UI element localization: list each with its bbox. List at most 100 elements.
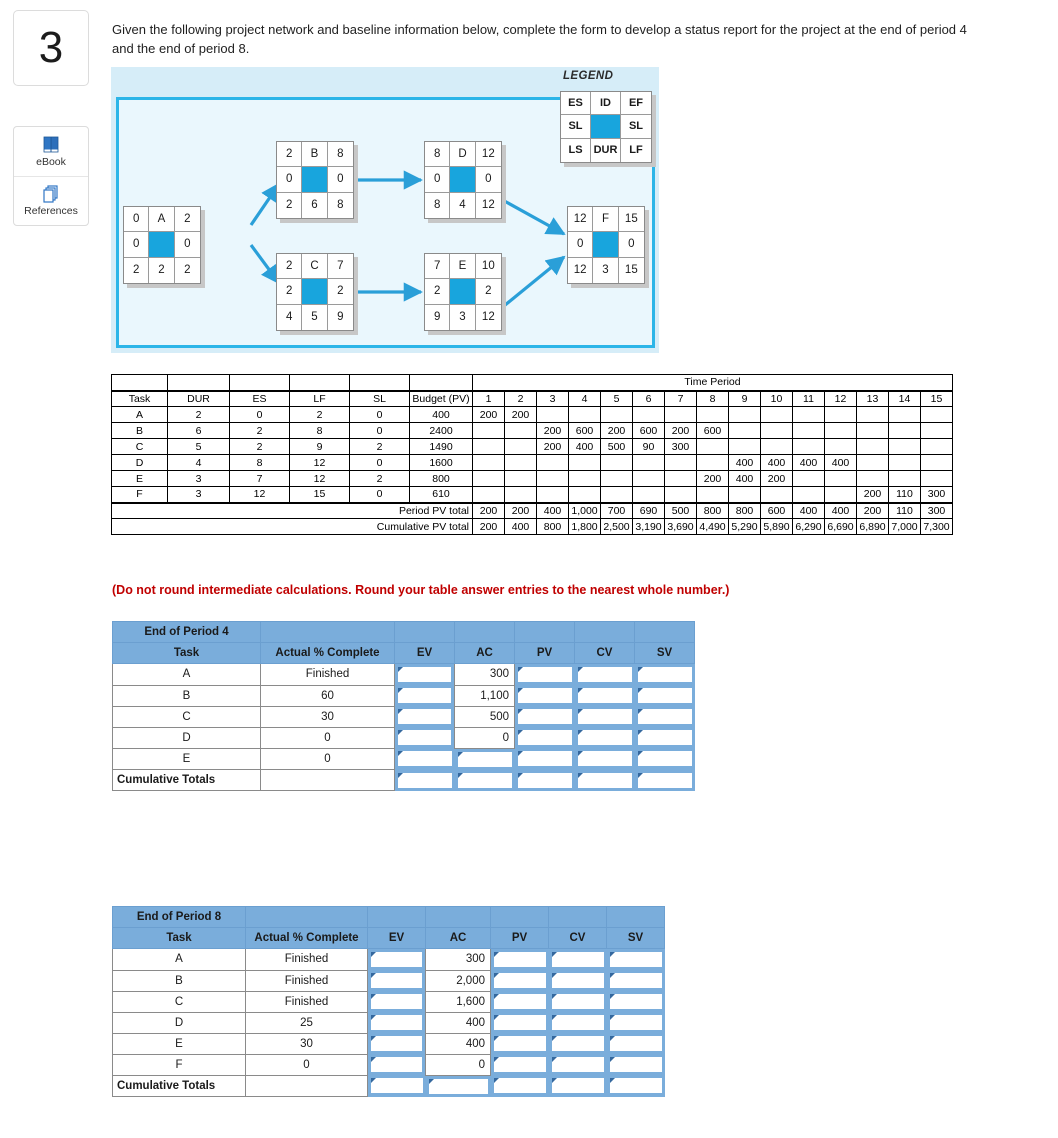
pv-cell-period xyxy=(888,470,921,487)
p8-input-sv[interactable] xyxy=(606,1033,665,1054)
p4-input-cv[interactable] xyxy=(574,706,635,727)
pv-cell-period xyxy=(568,406,601,423)
pv-cell-period: 200 xyxy=(536,438,569,455)
network-node-e: 7 E 10 2 2 9 3 12 xyxy=(424,253,502,331)
p4-input-pv[interactable] xyxy=(514,706,575,727)
pv-cell-period: 110 xyxy=(888,486,921,503)
node-c-sl-left: 2 xyxy=(277,279,303,305)
book-icon xyxy=(40,136,62,155)
p8-input-sv[interactable] xyxy=(606,1054,665,1075)
p4-totals-input-ev[interactable] xyxy=(394,769,455,791)
p8-totals-input-pv[interactable] xyxy=(490,1075,549,1097)
pv-cell-period xyxy=(472,422,505,439)
p4-input-ev[interactable] xyxy=(394,706,455,727)
p8-cell-pct: 25 xyxy=(245,1011,368,1034)
ebook-button[interactable]: eBook xyxy=(14,127,88,176)
pv-cell-period xyxy=(760,438,793,455)
p4-totals-input-cv[interactable] xyxy=(574,769,635,791)
p8-input-ev[interactable] xyxy=(367,1054,426,1075)
question-number: 3 xyxy=(38,23,64,72)
p8-input-sv[interactable] xyxy=(606,1012,665,1033)
pv-cumulative-total-cell: 1,800 xyxy=(568,518,601,535)
p4-input-pv[interactable] xyxy=(514,685,575,706)
p8-input-sv[interactable] xyxy=(606,970,665,991)
p4-input-cv[interactable] xyxy=(574,748,635,770)
pv-cell-period xyxy=(504,486,537,503)
node-d-sl-left: 0 xyxy=(425,167,451,193)
pv-cell-sl: 2 xyxy=(349,470,410,487)
pv-group-blank xyxy=(167,374,230,391)
p4-input-pv[interactable] xyxy=(514,748,575,770)
p8-input-pv[interactable] xyxy=(490,948,549,970)
pv-group-blank xyxy=(229,374,290,391)
pv-cell-period xyxy=(760,406,793,423)
p8-input-cv[interactable] xyxy=(548,1054,607,1075)
p4-cell-task: E xyxy=(112,747,261,770)
p4-input-ev[interactable] xyxy=(394,685,455,706)
p4-header-ac: AC xyxy=(454,642,515,664)
p4-input-sv[interactable] xyxy=(634,727,695,748)
p4-totals-input-pv[interactable] xyxy=(514,769,575,791)
legend-cell-dur: DUR xyxy=(591,138,621,162)
legend-cell-id: ID xyxy=(591,92,621,116)
tool-group: eBook References xyxy=(13,126,89,226)
p8-input-cv[interactable] xyxy=(548,970,607,991)
p4-input-pv[interactable] xyxy=(514,663,575,685)
p8-input-pv[interactable] xyxy=(490,991,549,1012)
pv-cell-period xyxy=(856,406,889,423)
pv-cell-period xyxy=(472,470,505,487)
p4-input-sv[interactable] xyxy=(634,706,695,727)
p8-input-cv[interactable] xyxy=(548,1033,607,1054)
p4-input-ev[interactable] xyxy=(394,663,455,685)
p8-input-ev[interactable] xyxy=(367,970,426,991)
p8-totals-input-sv[interactable] xyxy=(606,1075,665,1097)
p8-input-cv[interactable] xyxy=(548,948,607,970)
p8-input-cv[interactable] xyxy=(548,991,607,1012)
p8-input-ev[interactable] xyxy=(367,1033,426,1054)
pv-cell-sl: 0 xyxy=(349,406,410,423)
pv-cell-period xyxy=(472,486,505,503)
p8-totals-input-ev[interactable] xyxy=(367,1075,426,1097)
pv-cell-period xyxy=(824,438,857,455)
pv-cell-period xyxy=(600,406,633,423)
p8-totals-input-cv[interactable] xyxy=(548,1075,607,1097)
pv-cell-period xyxy=(472,454,505,471)
p8-input-ev[interactable] xyxy=(367,948,426,970)
p4-input-sv[interactable] xyxy=(634,748,695,770)
p8-input-sv[interactable] xyxy=(606,948,665,970)
p4-totals-input-sv[interactable] xyxy=(634,769,695,791)
p8-input-pv[interactable] xyxy=(490,970,549,991)
p8-title-blank xyxy=(245,906,368,928)
p8-input-cv[interactable] xyxy=(548,1012,607,1033)
p4-input-sv[interactable] xyxy=(634,663,695,685)
p4-totals-input-ac[interactable] xyxy=(454,769,515,791)
p4-input-pv[interactable] xyxy=(514,727,575,748)
p4-input-sv[interactable] xyxy=(634,685,695,706)
p4-input-ev[interactable] xyxy=(394,727,455,748)
pv-cell-period xyxy=(728,406,761,423)
references-button[interactable]: References xyxy=(14,176,88,225)
p4-input-cv[interactable] xyxy=(574,727,635,748)
p8-totals-input-ac[interactable] xyxy=(425,1075,491,1097)
p4-header-ev: EV xyxy=(394,642,455,664)
p8-input-ev[interactable] xyxy=(367,991,426,1012)
node-b-id: B xyxy=(302,142,328,168)
p8-input-pv[interactable] xyxy=(490,1012,549,1033)
node-b-sl-right: 0 xyxy=(327,167,353,193)
pv-period-header: 5 xyxy=(600,389,633,407)
p4-input-cv[interactable] xyxy=(574,663,635,685)
p8-input-pv[interactable] xyxy=(490,1033,549,1054)
pv-cell-budget: 1600 xyxy=(409,454,473,471)
p4-input-cv[interactable] xyxy=(574,685,635,706)
pv-cell-period xyxy=(664,470,697,487)
p4-title-blank xyxy=(394,621,455,643)
p4-input-ev[interactable] xyxy=(394,748,455,770)
p8-input-sv[interactable] xyxy=(606,991,665,1012)
p8-cell-task: B xyxy=(112,969,246,992)
network-node-c: 2 C 7 2 2 4 5 9 xyxy=(276,253,354,331)
p8-input-ev[interactable] xyxy=(367,1012,426,1033)
p4-input-ac[interactable] xyxy=(454,748,515,770)
p8-input-pv[interactable] xyxy=(490,1054,549,1075)
